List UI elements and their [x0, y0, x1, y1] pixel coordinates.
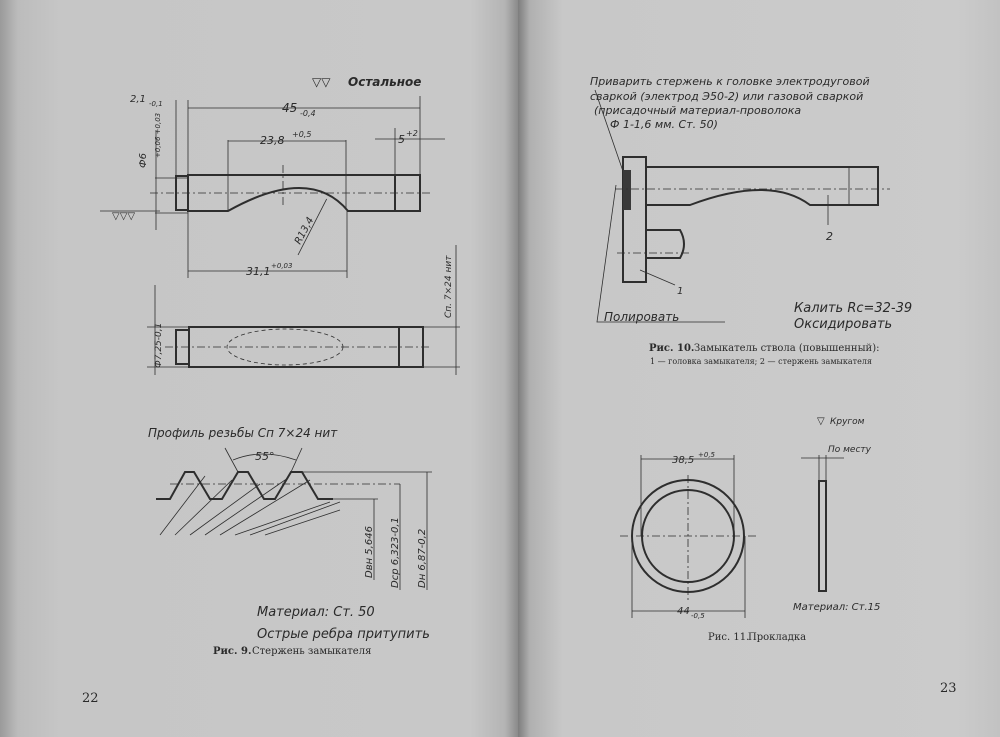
figure-10: Приварить стержень к головке электродуго… [590, 75, 912, 366]
edges-note: Острые ребра притупить [257, 627, 430, 642]
dim-5: 5 [398, 133, 405, 146]
dim-23-8-tol: +0,5 [292, 130, 311, 139]
dim-2-1: 2,1 [130, 94, 146, 105]
weld-note-line-2: сваркой (электрод Э50-2) или газовой сва… [590, 90, 863, 103]
shaft-body [187, 174, 396, 212]
surface-finish-triple-icon: ▽▽▽ [112, 211, 135, 222]
fig11-caption-prefix: Рис. 11. [708, 632, 749, 643]
d-inner: Dвн 5,646 [364, 526, 375, 578]
dim-31-1-tol: +0,03 [271, 262, 292, 270]
fig10-legend: 1 — головка замыкателя; 2 — стержень зам… [650, 357, 872, 366]
fig9-caption-prefix: Рис. 9. [213, 646, 251, 657]
dim-44-tol: -0,5 [691, 612, 705, 620]
thread-profile-title: Профиль резьбы Сп 7×24 нит [148, 426, 338, 440]
figure-9: ▽▽ Остальное 2,1 -0,1 45 -0,4 23,8 +0,5 … [100, 75, 460, 657]
polish-note: Полировать [604, 310, 679, 324]
oxidize-note: Оксидировать [794, 317, 892, 332]
hatching [159, 475, 341, 536]
material-note-fig11: Материал: Ст.15 [793, 602, 880, 613]
d-outer: Dн 6,87-0,2 [417, 529, 428, 588]
weld-note-line-3: (присадочный материал-проволока [594, 104, 801, 117]
dim-44: 44 [677, 606, 690, 617]
label-1: 1 [677, 286, 683, 297]
left-page [0, 0, 518, 737]
dim-31-1: 31,1 [246, 265, 271, 278]
thread-angle: 55° [255, 450, 275, 463]
material-note: Материал: Ст. 50 [257, 605, 375, 620]
head-part [622, 156, 647, 283]
dim-45: 45 [282, 101, 297, 115]
pin [646, 229, 685, 259]
weld-seam [623, 170, 631, 210]
dim-r13-4: R13,4 [293, 215, 316, 246]
dim-thread: Сп. 7×24 нит [444, 255, 454, 318]
fig9-caption: Стержень замыкателя [252, 646, 371, 657]
weld-note-line-1: Приварить стержень к головке электродуго… [590, 75, 870, 88]
dim-38-5: 38,5 [672, 455, 694, 466]
dim-38-5-tol: +0,5 [698, 451, 716, 459]
fig10-caption: Замыкатель ствола (повышенный): [694, 343, 879, 354]
dim-phi7-25: Ф7,25-0,1 [154, 323, 164, 368]
dim-45-tol: -0,4 [300, 109, 316, 118]
weld-note-line-4: Ф 1-1,6 мм. Ст. 50) [610, 118, 718, 131]
fig11-caption: Прокладка [748, 632, 806, 643]
surface-note: Остальное [348, 75, 421, 89]
d-mid: Dср 6,323-0,1 [390, 517, 401, 588]
surface-note-krugom: Кругом [830, 417, 865, 427]
dim-2-1-tol: -0,1 [149, 100, 163, 108]
dim-5-tol: +2 [406, 129, 418, 138]
right-page [518, 0, 1000, 737]
dim-phi6: Ф6 [138, 153, 149, 168]
surface-finish-icon: ▽▽ [312, 75, 331, 89]
rod-part [646, 166, 879, 206]
page-number-right: 23 [940, 681, 957, 696]
fig10-caption-prefix: Рис. 10. [649, 343, 694, 354]
harden-note: Калить Rc=32-39 [794, 301, 912, 316]
figure-11: ▽ Кругом 38,5 +0,5 44 -0,5 По месту Мате… [620, 416, 880, 643]
page-number-left: 22 [82, 691, 99, 706]
label-2: 2 [826, 230, 833, 243]
dim-phi6-tol: +0,06 +0,03 [154, 113, 162, 158]
surface-finish-icon: ▽ [817, 416, 825, 427]
dim-23-8: 23,8 [260, 134, 285, 147]
in-place-note: По месту [828, 445, 872, 455]
washer-side-view [818, 480, 827, 592]
thread-profile [156, 471, 333, 500]
